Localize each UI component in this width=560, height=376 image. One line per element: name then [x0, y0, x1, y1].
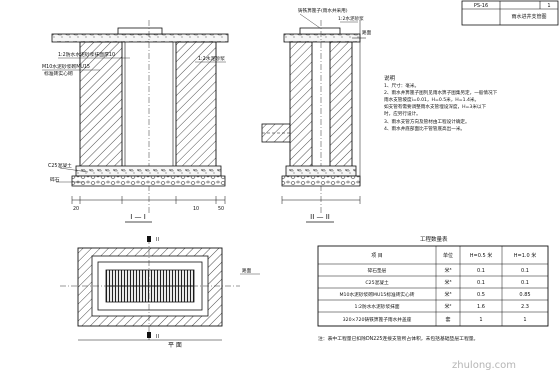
table-cell-h-low: 1	[479, 317, 482, 323]
table-cell-item: C25混凝土	[365, 279, 389, 286]
table-cell-unit: 米³	[444, 267, 451, 274]
table-cell-item: 1:2防水水泥砂浆抹面	[354, 303, 399, 310]
table-note: 注：表中工程量已扣除DN225连接支管所占体积，未包括基础垫层工程量。	[318, 335, 478, 342]
section-1-label-mortar: 1:2水泥砂浆	[198, 55, 225, 62]
table-cell-h-high: 0.1	[521, 268, 529, 274]
table-cell-unit: 米²	[444, 303, 451, 310]
table-header-item: 项 目	[371, 253, 383, 259]
drawing-name: 雨水进井支管图	[511, 13, 546, 20]
section-1-dim-right: 50	[218, 206, 224, 212]
table-cell-h-high: 0.1	[521, 280, 529, 286]
section-2-label-grate: 铸铁箅篦子(雨水井采用)	[298, 7, 348, 14]
section-1-label-render: 1:2防水水泥砂浆抹面厚10	[58, 51, 115, 58]
note-line: 雨水支管坡度i=0.01，H=0.5米，H=1.4米。	[384, 98, 480, 104]
section-1-label-concrete: C25混凝土	[48, 162, 72, 169]
notes-lines: 1、尺寸：毫米。2、雨水井箅篦子图列见雨水箅子图集另定，一般情况下 雨水支管坡度…	[384, 83, 554, 133]
drawing-code: PS-16	[474, 3, 488, 9]
section-2-title: II — II	[310, 213, 330, 221]
table-title: 工程数量表	[420, 235, 448, 243]
table-header-h-high: H=1.0 米	[514, 252, 537, 259]
note-line: 如支管有需要调整雨水支管埋设深度，H=3米以下	[384, 105, 487, 111]
table-header-unit: 单位	[443, 252, 453, 259]
notes: 说明 1、尺寸：毫米。2、雨水井箅篦子图列见雨水箅子图集另定，一般情况下 雨水支…	[384, 76, 554, 133]
note-line: 2、雨水井箅篦子图列见雨水箅子图集另定，一般情况下	[384, 91, 498, 97]
table-cell-item: 碎石垫层	[368, 267, 387, 274]
table-header-h-low: H=0.5 米	[470, 252, 493, 259]
section-1-label-brick: 标准砖实心砌	[44, 70, 73, 77]
table-cell-h-low: 0.5	[477, 292, 485, 298]
sheet-number: 1	[547, 3, 550, 9]
plan-title: 平 面	[168, 342, 182, 349]
title-block: PS-16 1 雨水进井支管图	[461, 0, 559, 26]
table-cell-h-low: 0.1	[477, 280, 485, 286]
table-cell-h-high: 2.3	[521, 304, 529, 310]
table-cell-item: 320×720铸铁箅篦子雨水井盖座	[343, 316, 412, 323]
note-line: 1、尺寸：毫米。	[384, 84, 420, 90]
quantity-table	[317, 245, 549, 327]
section-1-dim-left: 20	[73, 206, 79, 212]
note-line: 4、雨水井底部面比干管管底高出一米。	[384, 126, 466, 132]
table-cell-unit: 米³	[444, 291, 451, 298]
watermark: zhulong.com	[452, 360, 517, 371]
note-line: 时，应另行设计。	[384, 112, 421, 118]
section-1-title: I — I	[130, 213, 146, 221]
plan-drawing	[60, 236, 260, 341]
note-line: 3、雨水支管方向及管材由工程设计确定。	[384, 119, 470, 125]
section-2-label-pave: 路面	[362, 29, 372, 36]
section-1-drawing	[42, 20, 229, 215]
notes-header: 说明	[384, 76, 396, 82]
plan-mark-bottom: II	[156, 334, 159, 340]
table-cell-unit: 米³	[444, 279, 451, 286]
table-cell-h-low: 0.1	[477, 268, 485, 274]
plan-mark-top: II	[156, 237, 159, 243]
table-cell-h-high: 0.85	[519, 292, 530, 298]
section-2-drawing	[261, 13, 366, 215]
table-cell-h-low: 1.6	[477, 304, 485, 310]
plan-label-pave: 路面	[242, 267, 252, 274]
section-1-dim-mid: 10	[193, 206, 199, 212]
section-1-label-masonry: M10水泥砂浆砌MU15	[42, 63, 90, 70]
table-cell-unit: 套	[445, 316, 450, 323]
section-2-label-mortar: 1:2水泥砂浆	[338, 15, 364, 22]
section-1-label-gravel: 碎石	[50, 176, 60, 183]
table-cell-h-high: 1	[523, 317, 526, 323]
table-cell-item: M10水泥砂浆砌MU15标准砖实心砖	[339, 291, 414, 298]
